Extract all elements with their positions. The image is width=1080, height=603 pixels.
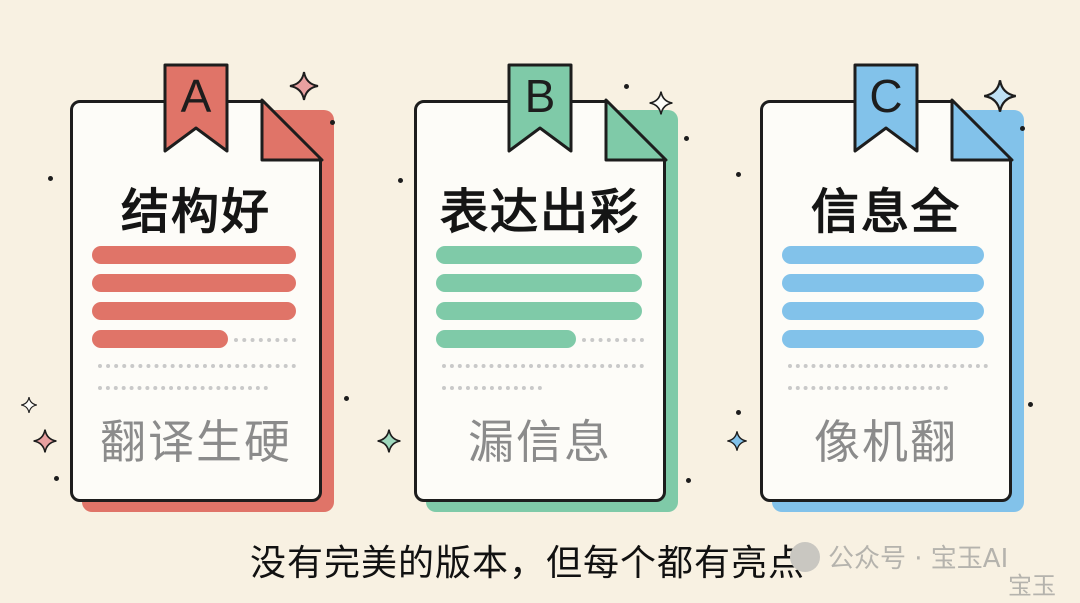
watermark-sub: 宝玉 (1008, 572, 1056, 600)
card-a-faded-line-2 (98, 364, 296, 368)
card-b: B 表达出彩 漏信息 (414, 63, 678, 512)
sparkle-icon (727, 431, 747, 451)
card-a: A 结构好 翻译生硬 (70, 63, 334, 512)
card-a-bookmark-icon (163, 63, 229, 153)
card-b-fold-corner (604, 98, 668, 162)
card-c-line-1 (782, 246, 984, 264)
card-a-faded-line-1 (234, 338, 296, 342)
card-a-fold-corner (260, 98, 324, 162)
sparkle-icon (289, 71, 319, 101)
card-c-line-3 (782, 302, 984, 320)
decorative-dot (1020, 126, 1025, 131)
card-b-paper (414, 100, 666, 502)
card-b-faded-line-3 (442, 386, 542, 390)
card-a-faded-line-3 (98, 386, 268, 390)
wechat-icon (790, 541, 820, 572)
card-c-line-2 (782, 274, 984, 292)
card-a-title: 结构好 (120, 184, 271, 240)
card-c-weakness: 像机翻 (814, 415, 958, 469)
decorative-dot (684, 136, 689, 141)
card-c-bookmark-icon (853, 63, 919, 153)
decorative-dot (398, 178, 403, 183)
decorative-dot (1028, 402, 1033, 407)
card-b-line-4 (436, 330, 576, 348)
card-b-weakness: 漏信息 (468, 415, 612, 469)
card-c-fold-corner (950, 98, 1014, 162)
card-c-faded-line-1 (788, 364, 988, 368)
card-b-line-2 (436, 274, 642, 292)
watermark-text: 公众号 · 宝玉AI (828, 544, 1009, 574)
sparkle-icon (984, 80, 1016, 112)
decorative-dot (624, 84, 629, 89)
card-c-paper (760, 100, 1012, 502)
decorative-dot (736, 410, 741, 415)
card-a-line-1 (92, 246, 296, 264)
sparkle-icon (21, 397, 37, 413)
sparkle-icon (33, 429, 57, 453)
card-b-title: 表达出彩 (439, 184, 640, 240)
card-c-letter: C (869, 70, 903, 122)
card-c-faded-line-2 (788, 386, 948, 390)
sparkle-icon (377, 429, 401, 453)
decorative-dot (330, 120, 335, 125)
card-b-line-1 (436, 246, 642, 264)
card-b-faded-line-1 (582, 338, 644, 342)
card-c-line-4 (782, 330, 984, 348)
card-c: C 信息全 像机翻 (760, 63, 1024, 512)
card-a-weakness: 翻译生硬 (100, 415, 292, 469)
card-a-line-4 (92, 330, 228, 348)
card-b-letter: B (524, 70, 556, 122)
card-a-line-2 (92, 274, 296, 292)
sparkle-icon (649, 91, 673, 115)
card-b-faded-line-2 (442, 364, 644, 368)
card-a-line-3 (92, 302, 296, 320)
decorative-dot (54, 476, 59, 481)
card-a-paper (70, 100, 322, 502)
card-b-line-3 (436, 302, 642, 320)
card-b-bookmark-icon (507, 63, 573, 153)
caption: 没有完美的版本，但每个都有亮点 (250, 543, 806, 584)
decorative-dot (686, 478, 691, 483)
decorative-dot (736, 172, 741, 177)
card-a-letter: A (180, 70, 212, 122)
watermark: 公众号 · 宝玉AI (790, 538, 1008, 575)
decorative-dot (48, 176, 53, 181)
card-c-title: 信息全 (810, 184, 961, 240)
decorative-dot (344, 396, 349, 401)
